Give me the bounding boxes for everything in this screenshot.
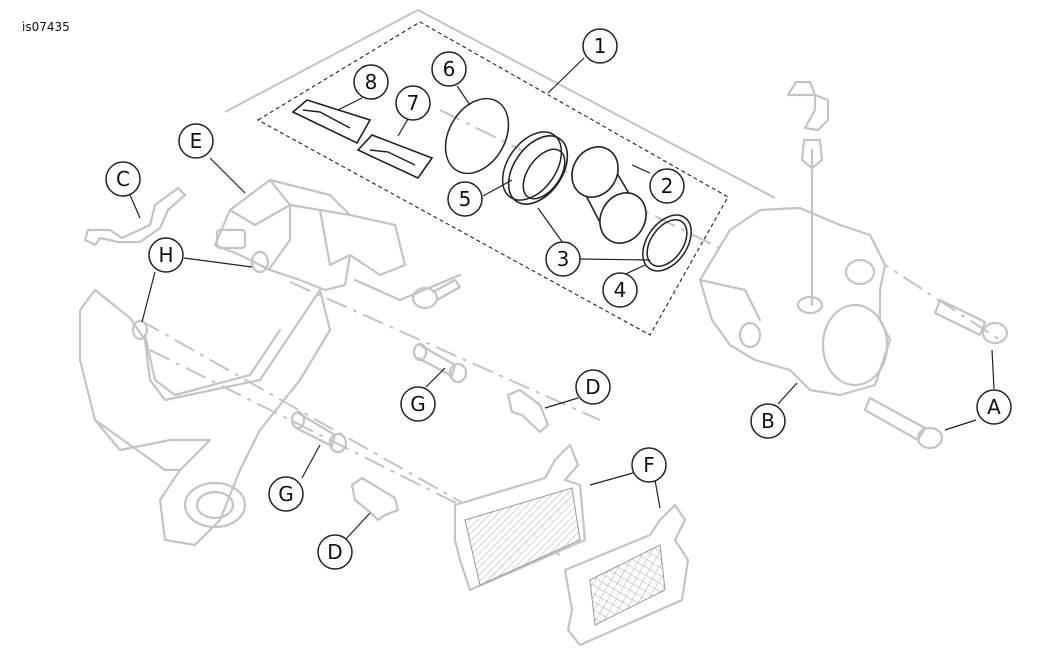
callout-c-label: C	[116, 167, 130, 191]
brake-pad-front	[563, 503, 690, 647]
callout-a: A	[976, 389, 1012, 425]
bushing-h-parts	[131, 250, 270, 341]
callout-g-lower-label: G	[278, 482, 294, 506]
callout-d-lower: D	[317, 534, 353, 570]
bleeder-assembly	[353, 273, 462, 310]
slide-pin-g-upper	[412, 342, 468, 384]
callout-h: H	[148, 237, 184, 273]
callout-g-lower: G	[268, 476, 304, 512]
callout-3-label: 3	[557, 247, 570, 271]
callout-4: 4	[602, 272, 638, 308]
callout-8-label: 8	[365, 70, 378, 94]
callout-5-label: 5	[459, 187, 472, 211]
callout-c: C	[105, 161, 141, 197]
callout-d-lower-label: D	[327, 540, 342, 564]
callout-g-upper-label: G	[410, 392, 426, 416]
callout-6-label: 6	[443, 57, 456, 81]
pad-clip-d-upper	[506, 388, 550, 434]
guide-bolt-lower	[863, 396, 944, 450]
callout-1-label: 1	[594, 34, 607, 58]
leader-lines	[129, 57, 995, 541]
callout-d-upper-label: D	[585, 375, 600, 399]
caliper-body-e	[213, 178, 407, 292]
pad-clip-d-lower	[350, 476, 400, 522]
callout-6: 6	[431, 51, 467, 87]
callout-7: 7	[395, 85, 431, 121]
figure-id: is07435	[22, 20, 70, 34]
kit-outline	[224, 8, 776, 336]
callout-4-label: 4	[614, 278, 627, 302]
lube-packet-8	[291, 99, 372, 145]
retaining-spring-c	[83, 186, 187, 247]
callout-2: 2	[649, 168, 685, 204]
callout-1: 1	[582, 28, 618, 64]
callout-8: 8	[353, 64, 389, 100]
callout-7-label: 7	[407, 91, 420, 115]
piston-2	[571, 146, 647, 244]
guide-bolt-upper	[933, 298, 1009, 345]
callout-f-label: F	[643, 453, 655, 477]
callout-e-label: E	[190, 129, 203, 153]
seal-ring-4	[642, 214, 692, 272]
callout-e: E	[178, 123, 214, 159]
lube-packet-7	[356, 134, 434, 180]
brake-pad-rear	[453, 443, 587, 592]
bleeder-valve	[786, 80, 830, 170]
callout-3: 3	[545, 241, 581, 277]
callout-f: F	[631, 447, 667, 483]
callout-g-upper: G	[400, 386, 436, 422]
callout-2-label: 2	[661, 174, 674, 198]
caliper-body-b	[698, 148, 892, 397]
callout-d-upper: D	[575, 369, 611, 405]
callout-h-label: H	[158, 243, 173, 267]
callout-5: 5	[447, 181, 483, 217]
callout-b-label: B	[761, 409, 775, 433]
piston-seal-5	[501, 131, 569, 205]
slide-pin-g-lower	[290, 410, 348, 454]
callout-a-label: A	[987, 395, 1001, 419]
callout-b: B	[750, 403, 786, 439]
caliper-bracket	[78, 288, 332, 547]
retaining-ring-6	[444, 97, 510, 175]
